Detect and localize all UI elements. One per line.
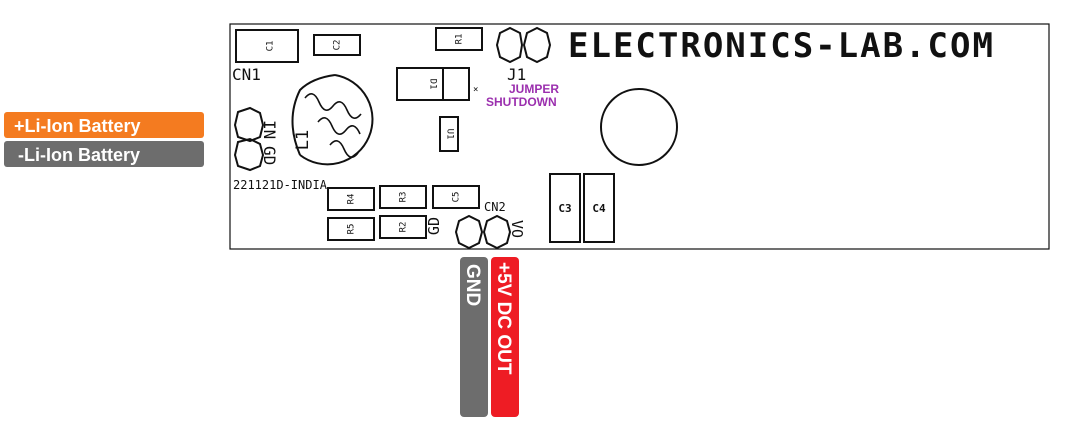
out-wire-tag: +5V DC OUT — [491, 257, 519, 417]
capacitor-c5: C5 — [432, 185, 480, 209]
in-pin-label: IN — [260, 120, 279, 139]
c5-label: C5 — [452, 192, 462, 203]
gd-pin-label-input: GD — [260, 146, 279, 165]
c3-label: C3 — [558, 202, 571, 215]
cn2-label: CN2 — [484, 200, 506, 214]
mounting-hole — [600, 88, 678, 166]
c4-label: C4 — [592, 202, 606, 215]
jumper-j1 — [495, 26, 552, 64]
gd-pin-label-output: GD — [425, 217, 443, 235]
u1-label: U1 — [445, 129, 455, 140]
gnd-wire-text: GND — [462, 264, 483, 306]
j1-label: J1 — [507, 65, 526, 84]
r2-label: R2 — [399, 222, 409, 233]
resistor-r1: R1 — [435, 27, 483, 51]
capacitor-c3: C3 — [549, 173, 581, 243]
cn1-label: CN1 — [232, 65, 261, 84]
r5-label: R5 — [347, 224, 357, 235]
out-wire-text: +5V DC OUT — [493, 262, 514, 375]
r1-label: R1 — [455, 34, 465, 45]
d1-label: D1 — [428, 79, 438, 90]
r3-label: R3 — [399, 192, 409, 203]
resistor-r5: R5 — [327, 217, 375, 241]
d1-cathode-mark: × — [473, 85, 478, 95]
resistor-r4: R4 — [327, 187, 375, 211]
battery-positive-tag: +Li-Ion Battery — [4, 112, 204, 138]
capacitor-c1: C1 — [235, 29, 299, 63]
battery-positive-text: +Li-Ion Battery — [14, 116, 141, 136]
c1-label: C1 — [266, 41, 276, 52]
jumper-note-line2: SHUTDOWN — [486, 95, 557, 109]
inductor-l1: L1 — [291, 74, 374, 166]
resistor-r2: R2 — [379, 215, 427, 239]
r4-label: R4 — [347, 194, 357, 205]
brand-text: ELECTRONICS-LAB.COM — [568, 26, 995, 66]
battery-negative-tag: -Li-Ion Battery — [4, 141, 204, 167]
resistor-r3: R3 — [379, 185, 427, 209]
capacitor-c4: C4 — [583, 173, 615, 243]
board-code: 221121D-INDIA — [233, 178, 328, 192]
vo-pin-label: VO — [508, 220, 526, 238]
gnd-wire-tag: GND — [460, 257, 488, 417]
board-outline — [229, 23, 1050, 250]
l1-label: L1 — [293, 130, 313, 150]
capacitor-c2: C2 — [313, 34, 361, 56]
ic-u1: U1 — [439, 116, 459, 152]
jumper-note-line1: JUMPER — [509, 82, 559, 96]
battery-negative-text: -Li-Ion Battery — [18, 145, 140, 165]
c2-label: C2 — [333, 40, 343, 51]
output-header — [454, 214, 512, 250]
diode-d1: D1 × — [396, 67, 478, 101]
input-header — [233, 106, 265, 172]
